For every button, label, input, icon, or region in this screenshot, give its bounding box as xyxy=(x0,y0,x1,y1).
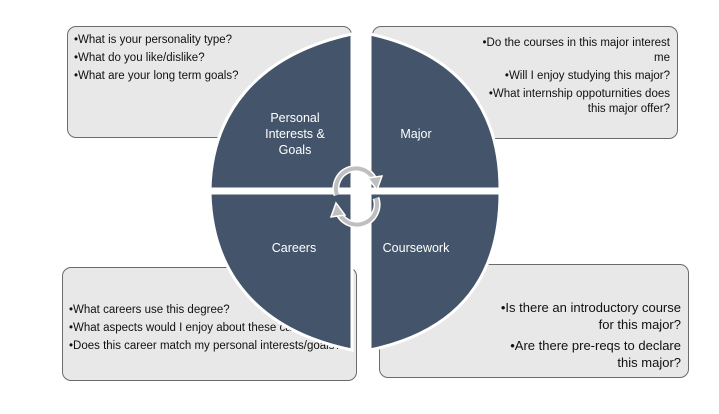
list-item: What are your long term goals? xyxy=(74,69,351,84)
segment-careers xyxy=(208,191,354,352)
list-item: What is your personality type? xyxy=(74,33,351,48)
segment-label-careers: Careers xyxy=(271,241,317,255)
list-item: Does this career match my personal inter… xyxy=(69,339,356,354)
list-item: Do the courses in this major interest me xyxy=(481,36,670,66)
segment-personal-interests xyxy=(208,32,354,191)
segment-label-line: Goals xyxy=(278,143,312,157)
list-item: What internship oppoturnities does this … xyxy=(481,87,670,117)
cycle-arrows-icon-fill xyxy=(333,166,380,227)
list-item: What careers use this degree? xyxy=(69,303,356,318)
list-item: Are there pre-reqs to declare this major… xyxy=(488,337,681,371)
list-item: Will I enjoy studying this major? xyxy=(481,69,670,84)
list-item: What do you like/dislike? xyxy=(74,51,351,66)
list-item: Is there an introductory course for this… xyxy=(488,299,681,333)
segment-label-line: Personal xyxy=(270,111,320,125)
segment-label-line: Interests & xyxy=(265,127,325,141)
segment-label-coursework: Coursework xyxy=(382,241,450,255)
segment-major xyxy=(368,32,502,191)
list-item: What aspects would I enjoy about these c… xyxy=(69,321,356,336)
cycle-arrowheads xyxy=(329,175,384,218)
segment-label-personal-interests: Personal Interests & Goals xyxy=(250,110,340,158)
segment-label-major: Major xyxy=(400,127,432,141)
segment-coursework xyxy=(368,191,502,352)
